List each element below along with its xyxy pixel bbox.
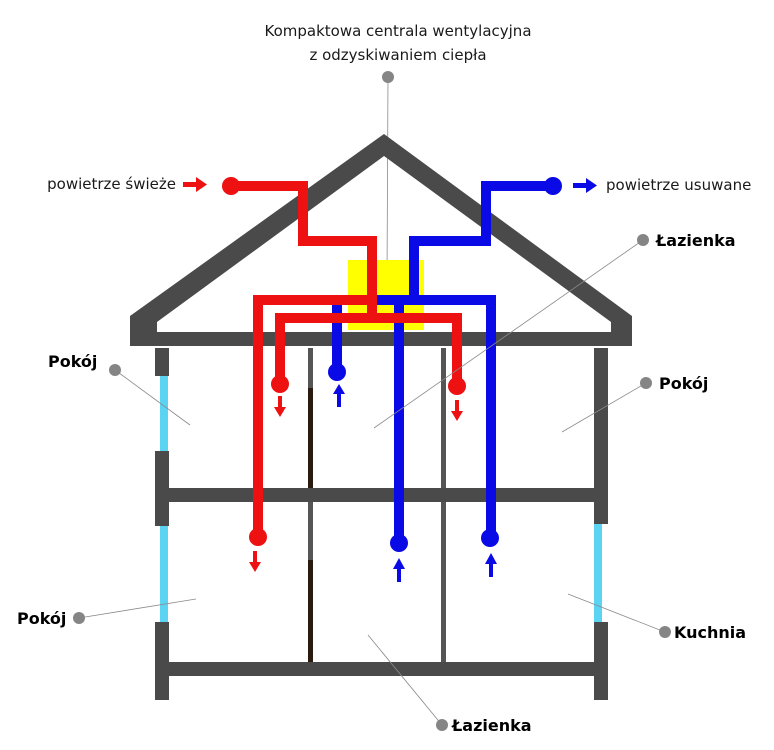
leader-line <box>373 239 644 429</box>
extract-air-ducts <box>328 177 562 552</box>
callout-room-lower-left: Pokój <box>17 598 197 628</box>
exhaust-air-arrow-icon <box>573 178 597 193</box>
left-wall-segment <box>155 451 169 526</box>
first-floor-slab <box>169 488 594 502</box>
room-label-upper-left: Pokój <box>48 352 97 371</box>
fresh-air-arrow-icon <box>183 177 207 192</box>
supply-node-upper-right <box>448 377 466 395</box>
room-label-kitchen: Kuchnia <box>674 623 746 642</box>
extract-duct-main <box>332 295 496 537</box>
fresh-air-label: powietrze świeże <box>47 175 176 193</box>
leader-line <box>78 598 197 619</box>
leader-line <box>567 593 666 633</box>
right-wall-segment <box>594 348 608 524</box>
title-line-1: Kompaktowa centrala wentylacyjna <box>264 22 531 40</box>
supply-duct-upper <box>275 313 462 385</box>
callout-room-upper-right: Pokój <box>561 374 708 433</box>
window-upper-left <box>160 376 168 451</box>
title-line-2: z odzyskiwaniem ciepła <box>309 46 486 64</box>
marker-dot <box>436 719 448 731</box>
interior-wall <box>441 502 446 662</box>
right-wall-segment <box>594 622 608 700</box>
title-leader-line <box>386 76 389 279</box>
supply-down-arrow-icon <box>249 551 261 572</box>
marker-dot <box>640 377 652 389</box>
fresh-air-intake-node <box>222 177 240 195</box>
left-wall-segment <box>155 622 169 700</box>
interior-wall <box>308 502 313 560</box>
callout-bathroom-lower: Łazienka <box>367 634 532 735</box>
extract-node-bathroom-lower <box>390 534 408 552</box>
extract-up-arrow-icon <box>485 553 497 577</box>
flow-arrows <box>183 177 597 582</box>
supply-down-arrow-icon <box>274 396 286 417</box>
marker-dot <box>73 612 85 624</box>
interior-wall <box>441 348 446 488</box>
leader-line <box>367 634 443 726</box>
interior-door-wall <box>308 388 313 488</box>
exhaust-outlet-node <box>544 177 562 195</box>
supply-node-lower-left <box>249 528 267 546</box>
marker-dot <box>659 626 671 638</box>
attic-floor <box>130 332 632 346</box>
room-label-bathroom-upper: Łazienka <box>655 231 736 250</box>
marker-dot <box>637 234 649 246</box>
room-label-bathroom-lower: Łazienka <box>451 716 532 735</box>
room-label-lower-left: Pokój <box>17 609 66 628</box>
leader-line <box>561 382 647 433</box>
ground-floor-slab <box>169 662 594 676</box>
supply-node-upper-left <box>271 375 289 393</box>
supply-air-ducts <box>222 177 466 546</box>
room-label-upper-right: Pokój <box>659 374 708 393</box>
interior-door-wall <box>308 560 313 662</box>
extract-up-arrow-icon <box>333 384 345 407</box>
fresh-air-intake-duct <box>231 181 377 316</box>
leader-line <box>114 369 191 426</box>
title-label: Kompaktowa centrala wentylacyjna z odzys… <box>264 22 532 279</box>
interior-wall <box>308 348 313 388</box>
window-lower-left <box>160 526 168 622</box>
interior-walls <box>308 348 446 662</box>
exterior-walls <box>155 348 608 700</box>
extract-node-upper <box>328 363 346 381</box>
supply-duct-lower-left <box>253 295 372 536</box>
window-lower-right <box>594 524 602 622</box>
supply-down-arrow-icon <box>451 400 463 421</box>
callout-bathroom-upper: Łazienka <box>373 231 736 429</box>
marker-dot <box>109 364 121 376</box>
extract-node-kitchen <box>481 529 499 547</box>
callout-kitchen: Kuchnia <box>567 593 746 642</box>
callout-room-upper-left: Pokój <box>48 352 191 426</box>
extract-up-arrow-icon <box>393 558 405 582</box>
left-wall-segment <box>155 348 169 376</box>
exhaust-outlet-duct <box>409 181 553 300</box>
exhaust-air-label: powietrze usuwane <box>606 176 751 194</box>
